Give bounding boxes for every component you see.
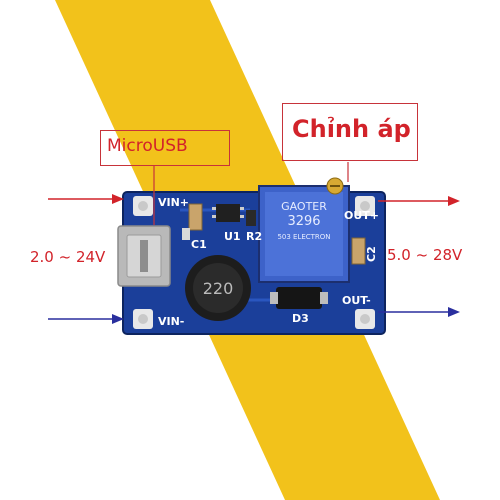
silk-c1: C1 (191, 238, 207, 251)
circuit-board (117, 177, 386, 335)
silk-c2: C2 (365, 246, 378, 262)
input-minus-arrow (48, 314, 124, 324)
resistor-r2 (246, 210, 256, 226)
adjust-label-box (282, 103, 418, 161)
output-plus-arrow (378, 196, 460, 206)
output-range-label: 5.0 ~ 28V (387, 246, 463, 264)
silk-vin-minus: VIN- (158, 315, 184, 328)
output-minus-arrow (378, 307, 460, 317)
capacitor-c1 (188, 203, 203, 231)
potentiometer (258, 177, 350, 283)
silk-out-minus: OUT- (342, 294, 371, 307)
pot-text-line3: 503 ELECTRON (277, 233, 330, 241)
adjust-label: Chỉnh áp (292, 115, 411, 143)
capacitor-c2 (351, 237, 366, 265)
input-range-label: 2.0 ~ 24V (30, 248, 106, 266)
micro-usb-connector (117, 225, 171, 287)
usb-label: MicroUSB (107, 136, 188, 156)
silk-out-plus: OUT+ (344, 209, 379, 222)
pot-text-line1: GAOTER (281, 200, 327, 213)
input-plus-arrow (48, 194, 124, 204)
inductor-marking: 220 (203, 279, 234, 298)
inductor (185, 255, 251, 321)
silk-d3: D3 (292, 312, 309, 325)
silk-u1: U1 (224, 230, 241, 243)
usb-label-box (100, 130, 230, 166)
silk-vin-plus: VIN+ (158, 196, 189, 209)
ic-u1 (216, 204, 240, 222)
diode-d3 (270, 287, 328, 309)
silk-r2: R2 (246, 230, 262, 243)
pot-text-line2: 3296 (287, 214, 320, 229)
